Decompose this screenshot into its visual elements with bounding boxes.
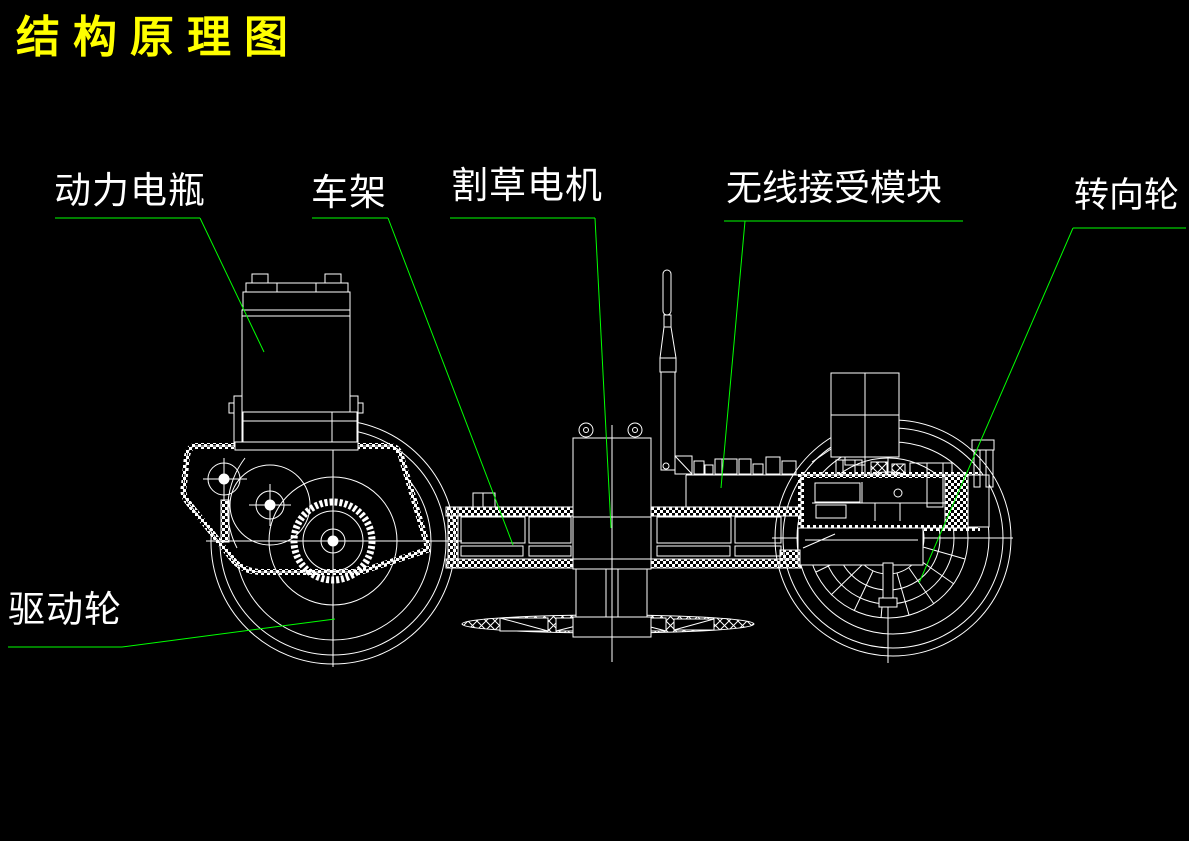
label-wireless-module: 无线接受模块 <box>726 168 943 209</box>
leader-drive-wheel <box>8 618 336 648</box>
leader-steering-wheel <box>918 227 1186 584</box>
leader-lines <box>8 217 1186 648</box>
label-frame: 车架 <box>311 171 387 214</box>
leader-battery <box>55 217 265 353</box>
leader-mower-motor <box>450 217 612 529</box>
gear-train <box>203 447 462 667</box>
steering-assembly-drawing <box>779 439 995 608</box>
antenna-drawing <box>659 269 677 471</box>
control-box-drawing <box>811 372 900 475</box>
leader-frame <box>312 217 514 546</box>
label-battery: 动力电瓶 <box>54 169 206 212</box>
battery-drawing <box>228 273 364 451</box>
leader-wireless-module <box>720 220 963 489</box>
page-title: 结构原理图 <box>16 12 301 63</box>
label-mower-motor: 割草电机 <box>451 164 603 207</box>
label-steering-wheel: 转向轮 <box>1074 176 1180 216</box>
wireless-module-drawing <box>674 455 797 475</box>
mower-motor-drawing <box>572 422 652 662</box>
label-drive-wheel: 驱动轮 <box>8 588 122 631</box>
